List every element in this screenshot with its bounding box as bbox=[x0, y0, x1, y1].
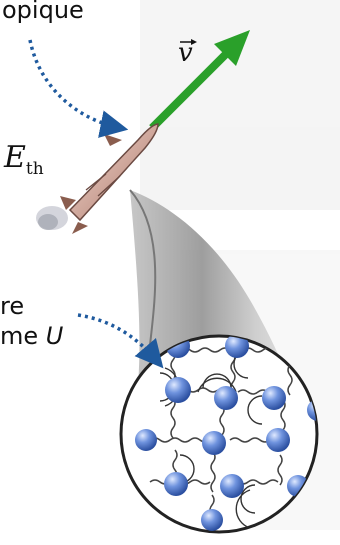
dotted-arrow-thermal bbox=[30, 40, 120, 128]
molecule bbox=[220, 474, 244, 498]
label-molecule-fragment-2: me U bbox=[0, 322, 63, 350]
label-molecule-fragment-2-text: me bbox=[0, 322, 46, 350]
label-thermal-energy-sub: th bbox=[26, 159, 44, 179]
molecule bbox=[266, 428, 290, 452]
molecule bbox=[135, 429, 157, 451]
molecule bbox=[262, 386, 286, 410]
label-internal-energy-var: U bbox=[46, 322, 64, 350]
molecule bbox=[202, 431, 226, 455]
label-thermal-energy: Eth bbox=[4, 140, 44, 179]
molecule bbox=[214, 386, 238, 410]
molecule bbox=[201, 509, 223, 531]
molecule bbox=[164, 472, 188, 496]
label-molecule-fragment-1: re bbox=[0, 292, 24, 320]
label-top-fragment: opique bbox=[2, 0, 84, 24]
label-velocity: v bbox=[178, 38, 193, 68]
label-thermal-energy-main: E bbox=[4, 140, 26, 175]
molecule bbox=[165, 377, 191, 403]
